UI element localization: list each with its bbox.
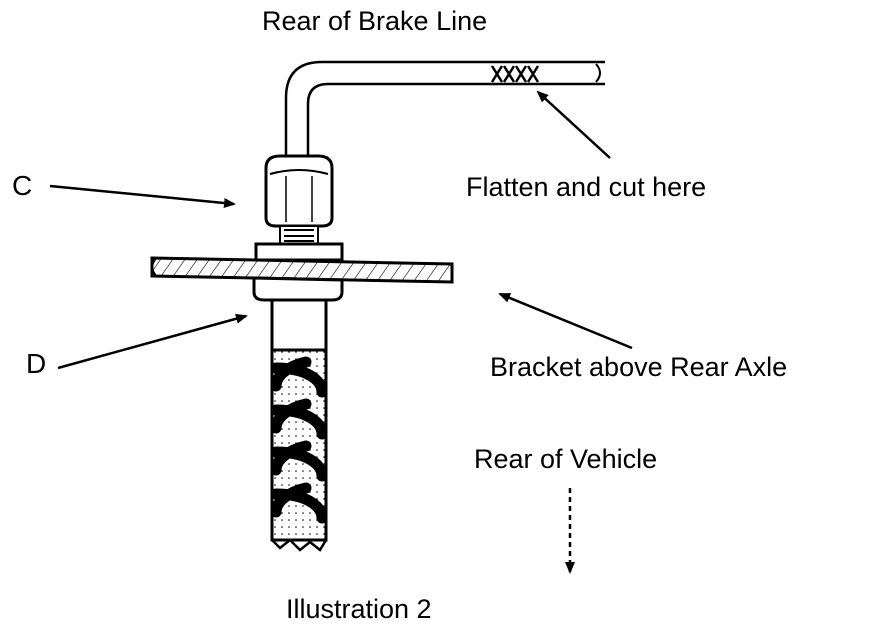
label-d: D (26, 348, 47, 379)
caption-illustration: Illustration 2 (286, 594, 432, 624)
arrow-d (57, 313, 248, 370)
fitting-nut-c (264, 154, 334, 228)
label-flatten-and-cut-here: Flatten and cut here (466, 172, 707, 202)
hose-spring (270, 356, 328, 524)
arrow-bracket (498, 292, 633, 350)
label-rear-of-vehicle: Rear of Vehicle (474, 444, 658, 474)
brake-line-tube (284, 60, 605, 160)
label-rear-of-brake-line: Rear of Brake Line (262, 6, 488, 36)
label-c: C (12, 170, 33, 201)
arrow-c (49, 184, 236, 209)
fitting-d (252, 276, 344, 352)
threaded-stem (279, 225, 319, 245)
bracket-bar (150, 256, 454, 284)
label-bracket-above-rear-axle: Bracket above Rear Axle (490, 352, 788, 382)
upper-washer (254, 242, 344, 262)
cut-mark-xxxx (490, 65, 540, 83)
arrow-flatten (536, 90, 611, 159)
